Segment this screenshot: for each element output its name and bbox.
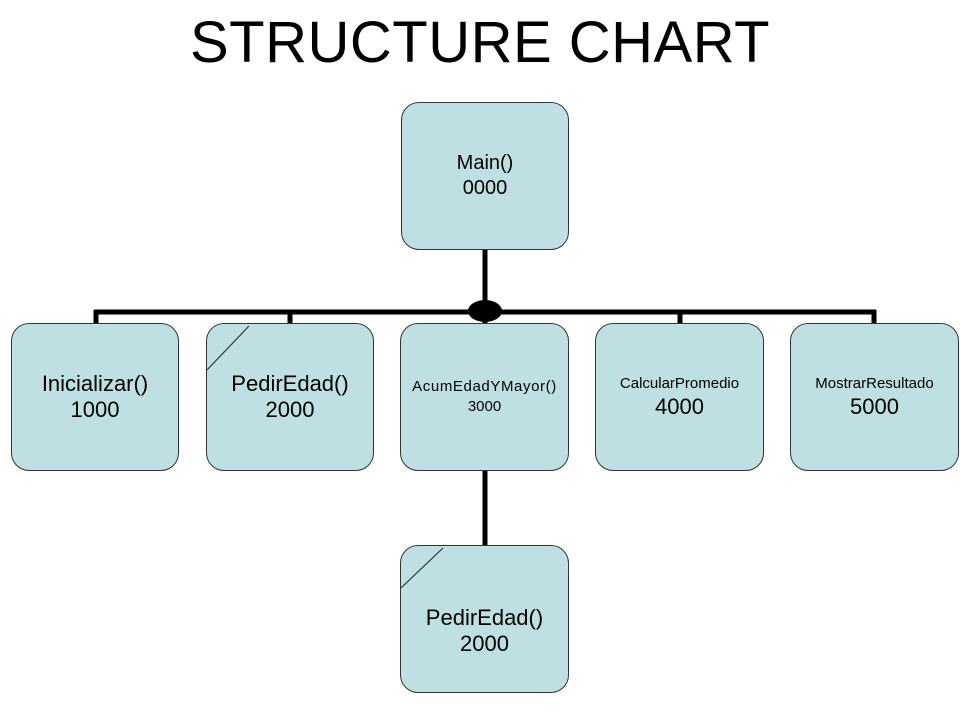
node-calcularpromedio-name: CalcularPromedio bbox=[619, 375, 740, 392]
node-calcularpromedio: CalcularPromedio 4000 bbox=[595, 323, 764, 471]
node-acumedadymayor: AcumEdadYMayor() 3000 bbox=[400, 323, 569, 471]
node-main-name: Main() bbox=[456, 152, 514, 174]
node-pediredad-sub-code: 2000 bbox=[460, 631, 509, 656]
node-mostrarresultado-code: 5000 bbox=[850, 394, 899, 419]
node-main-code: 0000 bbox=[462, 177, 508, 199]
node-pediredad: PedirEdad() 2000 bbox=[206, 323, 374, 471]
node-mostrarresultado-name: MostrarResultado bbox=[815, 375, 934, 392]
junction-dot bbox=[468, 300, 502, 322]
node-calcularpromedio-code: 4000 bbox=[655, 394, 704, 419]
chart-title: STRUCTURE CHART bbox=[190, 10, 770, 75]
node-pediredad-name: PedirEdad() bbox=[231, 371, 349, 396]
node-main: Main() 0000 bbox=[401, 102, 569, 250]
node-acumedadymayor-code: 3000 bbox=[467, 398, 502, 415]
node-mostrarresultado: MostrarResultado 5000 bbox=[790, 323, 959, 471]
node-pediredad-sub: PedirEdad() 2000 bbox=[400, 545, 569, 693]
predefined-process-mark bbox=[401, 547, 444, 589]
node-acumedadymayor-name: AcumEdadYMayor() bbox=[412, 378, 557, 395]
node-pediredad-sub-name: PedirEdad() bbox=[425, 605, 544, 630]
node-inicializar-code: 1000 bbox=[70, 397, 120, 422]
node-pediredad-code: 2000 bbox=[265, 397, 315, 422]
node-inicializar: Inicializar() 1000 bbox=[11, 323, 179, 471]
node-inicializar-name: Inicializar() bbox=[41, 371, 149, 396]
